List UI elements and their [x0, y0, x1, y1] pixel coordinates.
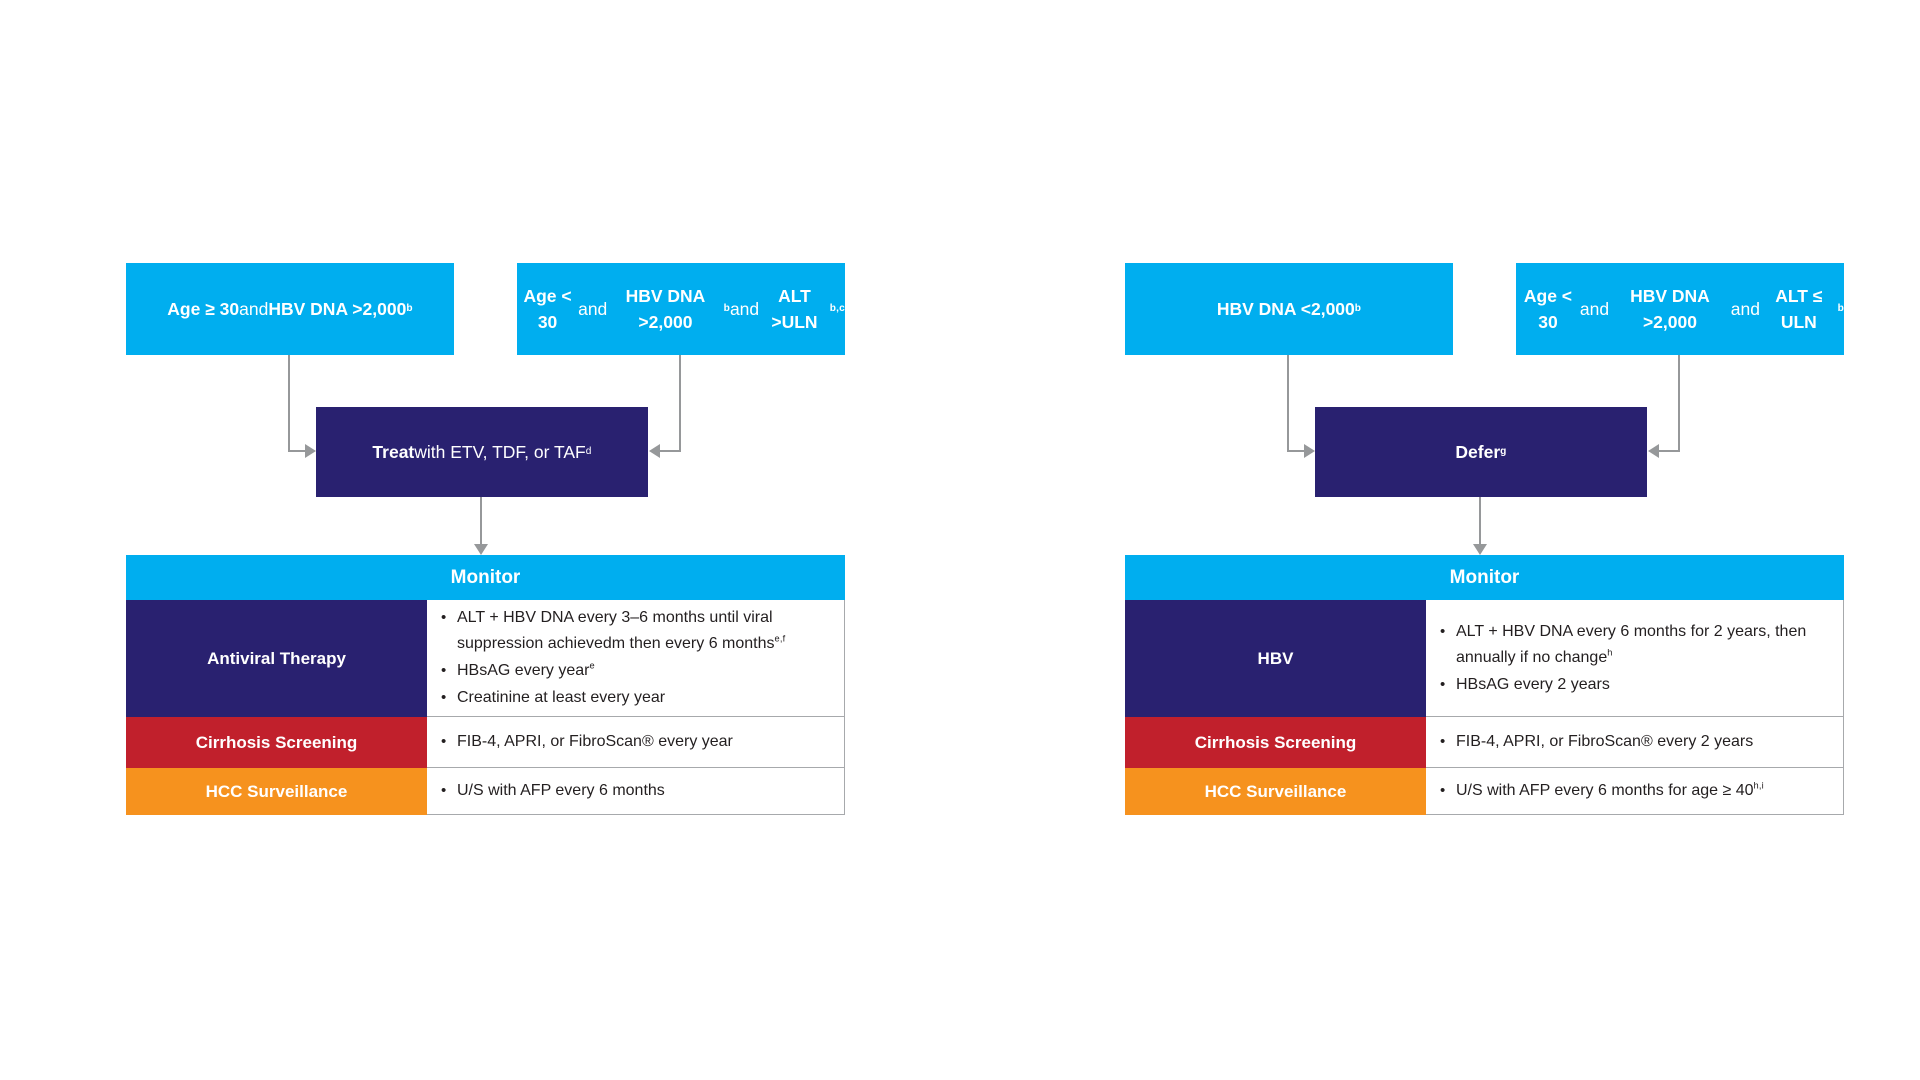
connector-line	[1287, 450, 1305, 452]
text-segment: ALT >ULN	[771, 286, 818, 332]
bullet-list: ALT + HBV DNA every 3–6 months until vir…	[427, 602, 844, 714]
bullet-list: U/S with AFP every 6 months	[427, 775, 844, 807]
row-content: ALT + HBV DNA every 6 months for 2 years…	[1426, 600, 1844, 717]
bullet-item: ALT + HBV DNA every 6 months for 2 years…	[1440, 619, 1831, 671]
bullet-item: HBsAG every 2 years	[1440, 672, 1831, 698]
bullet-item: FIB-4, APRI, or FibroScan® every year	[441, 729, 832, 755]
row-content: FIB-4, APRI, or FibroScan® every year	[427, 717, 845, 768]
superscript-note: e,f	[774, 633, 786, 644]
text-segment: HBsAG every year	[457, 662, 590, 679]
text-segment: Defer	[1455, 441, 1501, 462]
text-segment: ALT + HBV DNA every 3–6 months until vir…	[457, 609, 775, 652]
table-row-cirrhosis-screening: Cirrhosis Screening FIB-4, APRI, or Fibr…	[126, 717, 845, 768]
text-segment: Age < 30	[523, 286, 572, 332]
text-segment: HBV DNA <2,000	[1216, 299, 1355, 319]
row-content: FIB-4, APRI, or FibroScan® every 2 years	[1426, 717, 1844, 768]
text-segment: HBV DNA >2,000	[1630, 286, 1710, 332]
table-row-hcc-surveillance: HCC Surveillance U/S with AFP every 6 mo…	[126, 768, 845, 815]
row-content: U/S with AFP every 6 months for age ≥ 40…	[1426, 768, 1844, 815]
monitor-table-header: Monitor	[1125, 555, 1844, 600]
connector-line	[1678, 355, 1680, 451]
text-segment: and	[729, 299, 760, 319]
text-segment: and	[578, 299, 608, 319]
text-segment: Age ≥ 30	[167, 299, 240, 319]
text-segment: HBV DNA >2,000	[268, 299, 407, 319]
monitor-table: Monitor Antiviral Therapy ALT + HBV DNA …	[126, 555, 845, 815]
bullet-item: HBsAG every yeare	[441, 658, 832, 684]
monitor-table-header: Monitor	[126, 555, 845, 600]
bullet-list: FIB-4, APRI, or FibroScan® every 2 years	[1426, 726, 1843, 758]
superscript-note: e	[589, 660, 595, 671]
text-segment: U/S with AFP every 6 months for age ≥ 40	[1456, 782, 1754, 799]
superscript-note: h,i	[1753, 780, 1764, 791]
text-segment: FIB-4, APRI, or FibroScan® every year	[457, 733, 733, 750]
row-label: Cirrhosis Screening	[1125, 717, 1426, 768]
connector-line	[1287, 355, 1289, 451]
text-segment: HBsAG every 2 years	[1456, 675, 1610, 693]
bullet-item: Creatinine at least every year	[441, 685, 832, 711]
bullet-list: ALT + HBV DNA every 6 months for 2 years…	[1426, 616, 1843, 701]
arrowhead-right-icon	[1304, 444, 1315, 458]
arrowhead-left-icon	[649, 444, 660, 458]
row-label: Antiviral Therapy	[126, 600, 427, 717]
row-label: HCC Surveillance	[1125, 768, 1426, 815]
row-label: Cirrhosis Screening	[126, 717, 427, 768]
text-segment: with ETV, TDF, or TAF	[414, 441, 586, 462]
text-segment: and	[1730, 299, 1760, 319]
text-segment: Treat	[372, 441, 415, 462]
table-row-hcc-surveillance: HCC Surveillance U/S with AFP every 6 mo…	[1125, 768, 1844, 815]
bullet-list: U/S with AFP every 6 months for age ≥ 40…	[1426, 775, 1843, 807]
bullet-item: ALT + HBV DNA every 3–6 months until vir…	[441, 605, 832, 657]
table-row-hbv: HBV ALT + HBV DNA every 6 months for 2 y…	[1125, 600, 1844, 717]
row-content: ALT + HBV DNA every 3–6 months until vir…	[427, 600, 845, 717]
text-segment: Creatinine at least every year	[457, 689, 666, 706]
connector-line	[1659, 450, 1680, 452]
bullet-item: FIB-4, APRI, or FibroScan® every 2 years	[1440, 729, 1831, 755]
monitor-table: Monitor HBV ALT + HBV DNA every 6 months…	[1125, 555, 1844, 815]
connector-line	[288, 355, 290, 451]
connector-line	[288, 450, 306, 452]
connector-line	[660, 450, 681, 452]
text-segment: Age < 30	[1523, 286, 1573, 332]
bullet-list: FIB-4, APRI, or FibroScan® every year	[427, 726, 844, 758]
text-segment: U/S with AFP every 6 months	[457, 782, 665, 799]
superscript-note: h	[1607, 647, 1613, 658]
table-row-cirrhosis-screening: Cirrhosis Screening FIB-4, APRI, or Fibr…	[1125, 717, 1844, 768]
arrowhead-right-icon	[305, 444, 316, 458]
text-segment: ALT ≤ ULN	[1775, 286, 1823, 332]
text-segment: and	[1579, 299, 1610, 319]
arrowhead-left-icon	[1648, 444, 1659, 458]
row-label: HBV	[1125, 600, 1426, 717]
text-segment: and	[239, 299, 269, 319]
bullet-item: U/S with AFP every 6 months	[441, 778, 832, 804]
table-row-antiviral-therapy: Antiviral Therapy ALT + HBV DNA every 3–…	[126, 600, 845, 717]
connector-line	[1479, 497, 1481, 545]
arrowhead-down-icon	[474, 544, 488, 555]
connector-line	[480, 497, 482, 545]
row-label: HCC Surveillance	[126, 768, 427, 815]
text-segment: ALT + HBV DNA every 6 months for 2 years…	[1456, 622, 1807, 666]
text-segment: HBV DNA >2,000	[625, 286, 706, 332]
bullet-item: U/S with AFP every 6 months for age ≥ 40…	[1440, 778, 1831, 804]
connector-line	[679, 355, 681, 451]
row-content: U/S with AFP every 6 months	[427, 768, 845, 815]
condition-box-under30-alt-normal: Age < 30 and HBV DNA >2,000 and ALT ≤ ULN…	[1516, 263, 1844, 355]
arrowhead-down-icon	[1473, 544, 1487, 555]
text-segment: FIB-4, APRI, or FibroScan® every 2 years	[1456, 733, 1754, 750]
